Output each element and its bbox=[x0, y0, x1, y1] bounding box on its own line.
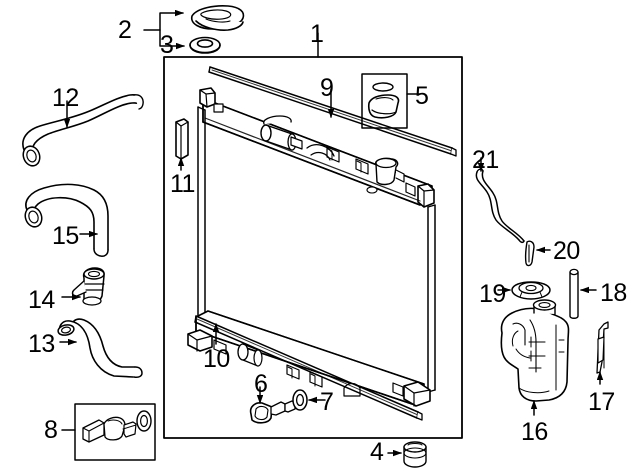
lower-hose bbox=[57, 318, 143, 378]
side-cushion bbox=[175, 118, 189, 160]
callout-label-4: 4 bbox=[370, 438, 384, 466]
reservoir-rod bbox=[569, 268, 579, 319]
hose-connector bbox=[71, 267, 105, 306]
sensor-inset-box bbox=[74, 403, 156, 461]
callout-label-15: 15 bbox=[52, 222, 79, 250]
reservoir-bracket bbox=[596, 321, 609, 374]
hose-clip bbox=[524, 240, 535, 267]
drain-plug bbox=[249, 400, 296, 424]
lower-seal-strip bbox=[194, 315, 423, 421]
callout-label-20: 20 bbox=[553, 237, 580, 265]
callout-label-14: 14 bbox=[28, 286, 55, 314]
callout-label-1: 1 bbox=[310, 20, 324, 48]
leader-3 bbox=[159, 29, 185, 50]
callout-label-17: 17 bbox=[588, 388, 615, 416]
callout-label-21: 21 bbox=[472, 146, 499, 174]
reservoir-cap bbox=[511, 281, 551, 300]
callout-label-12: 12 bbox=[52, 84, 79, 112]
callout-label-3: 3 bbox=[160, 31, 174, 59]
callout-label-6: 6 bbox=[254, 370, 268, 398]
drain-cup bbox=[403, 441, 427, 468]
callout-label-10: 10 bbox=[203, 345, 230, 373]
callout-label-9: 9 bbox=[320, 74, 334, 102]
callout-label-7: 7 bbox=[320, 388, 334, 416]
upper-hose bbox=[22, 94, 144, 167]
radiator-core bbox=[187, 87, 436, 407]
callout-label-2: 2 bbox=[118, 16, 132, 44]
drain-oring bbox=[292, 389, 308, 411]
callout-label-13: 13 bbox=[28, 330, 55, 358]
coolant-reservoir bbox=[500, 299, 570, 402]
callout-label-8: 8 bbox=[44, 416, 58, 444]
cap-inset-box bbox=[361, 73, 408, 129]
radiator-cap bbox=[190, 5, 245, 31]
callout-label-19: 19 bbox=[479, 280, 506, 308]
callout-label-11: 11 bbox=[170, 170, 195, 198]
callout-label-5: 5 bbox=[415, 82, 429, 110]
overflow-hose bbox=[475, 168, 525, 244]
leader-2-bracket bbox=[143, 9, 184, 31]
cap-gasket bbox=[189, 36, 221, 54]
callout-label-16: 16 bbox=[521, 418, 548, 446]
callout-label-18: 18 bbox=[600, 279, 627, 307]
